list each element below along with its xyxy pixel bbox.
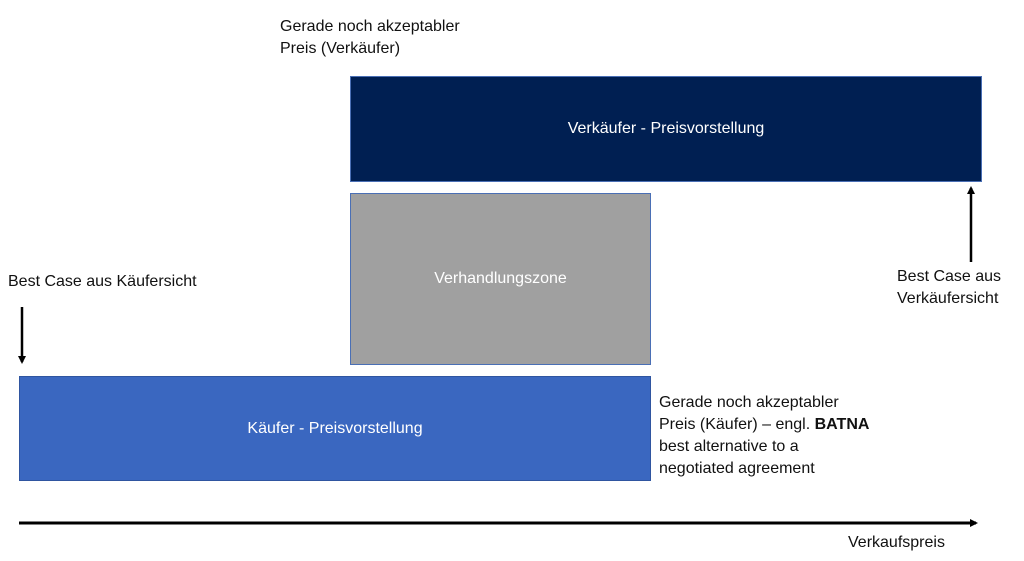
price-axis-label: Verkaufspreis [848,534,945,551]
batna-label: Gerade noch akzeptabler Preis (Käufer) –… [659,392,869,480]
seller-label-line2: Preis (Verkäufer) [280,40,401,57]
buyer-price-box: Käufer - Preisvorstellung [19,376,651,481]
seller-price-box: Verkäufer - Preisvorstellung [350,76,982,182]
batna-acronym: BATNA [814,416,870,433]
batna-line2-text: Preis (Käufer) – engl. [659,416,815,433]
batna-line3: best alternative to a [659,438,799,455]
buyer-box-text: Käufer - Preisvorstellung [247,419,423,437]
negotiation-zone-box: Verhandlungszone [350,193,651,365]
batna-line1: Gerade noch akzeptabler [659,394,839,411]
seller-best-line1: Best Case aus [897,268,1002,285]
seller-best-case-label: Best Case aus Verkäufersicht [897,266,1001,310]
seller-label-line1: Gerade noch akzeptabler [280,18,460,35]
seller-box-text: Verkäufer - Preisvorstellung [567,120,765,137]
seller-min-price-label: Gerade noch akzeptabler Preis (Verkäufer… [280,16,460,60]
zone-box-text: Verhandlungszone [434,270,567,287]
buyer-best-case-label: Best Case aus Käufersicht [8,273,197,290]
batna-line4: negotiated agreement [659,460,815,477]
batna-line2: Preis (Käufer) – engl. BATNA [659,414,869,436]
seller-best-line2: Verkäufersicht [897,290,999,307]
